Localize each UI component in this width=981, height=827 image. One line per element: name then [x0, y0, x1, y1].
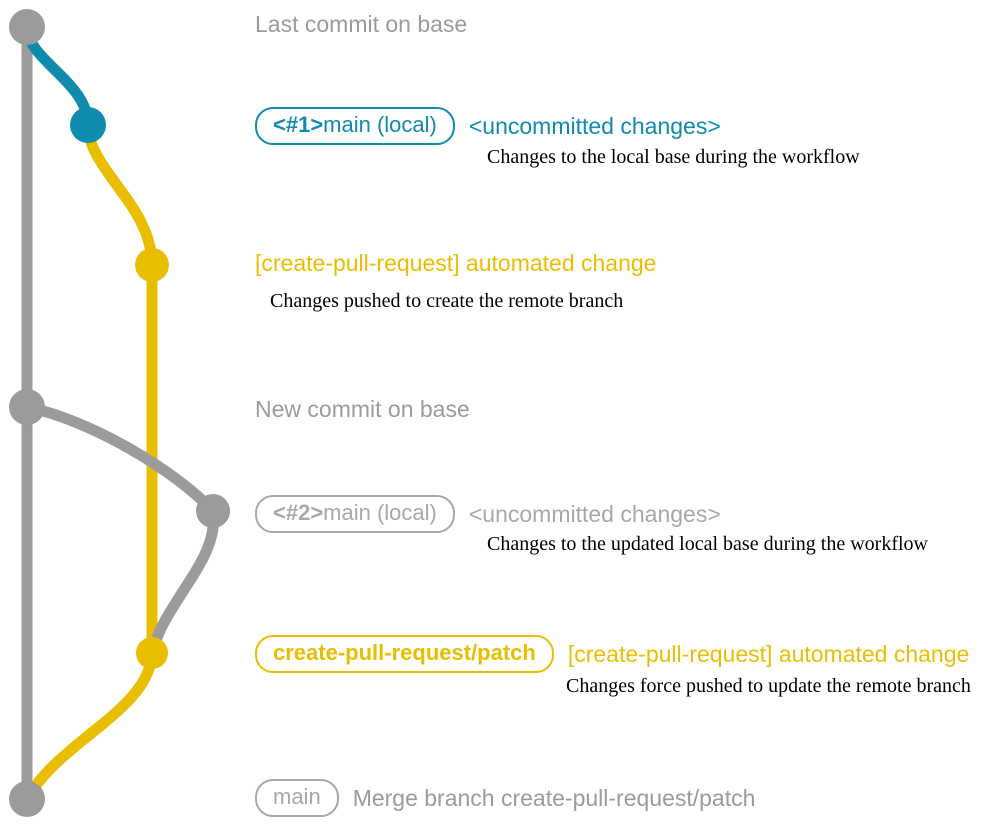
patch-commit-1-description: Changes pushed to create the remote bran… [270, 290, 624, 312]
row-new-commit-on-base: New commit on base [255, 398, 470, 421]
patch-commit-2-description: Changes force pushed to update the remot… [566, 675, 971, 697]
node-local-commit-2[interactable] [196, 494, 230, 528]
node-local-commit-1[interactable] [70, 107, 106, 143]
node-base-new-commit[interactable] [9, 389, 45, 425]
merge-commit-message: Merge branch create-pull-request/patch [352, 784, 756, 811]
row-local-commit-1: <#1> main (local) <uncommitted changes> [255, 107, 721, 145]
patch-commit-1-message: [create-pull-request] automated change [255, 250, 657, 276]
gold-branch-line-upper [82, 119, 158, 659]
local-commit-2-description: Changes to the updated local base during… [487, 533, 928, 555]
local-commit-2-message: <uncommitted changes> [468, 500, 721, 527]
badge-main-local-2-suffix: main (local) [323, 500, 437, 525]
local-commit-1-message: <uncommitted changes> [468, 112, 721, 139]
node-merge-commit[interactable] [9, 781, 45, 817]
badge-main-local-1-prefix: <#1> [273, 112, 324, 137]
badge-main-local-1-suffix: main (local) [323, 112, 437, 137]
row-merge-commit: main Merge branch create-pull-request/pa… [255, 779, 755, 817]
node-patch-commit-2[interactable] [136, 637, 168, 669]
row-last-commit-on-base: Last commit on base [255, 13, 467, 36]
node-patch-commit-1[interactable] [135, 248, 169, 282]
badge-main-local-1[interactable]: <#1> main (local) [255, 107, 455, 145]
row-local-commit-2: <#2> main (local) <uncommitted changes> [255, 495, 721, 533]
gray-branch-line-lower [21, 401, 220, 659]
badge-main-local-2-prefix: <#2> [273, 500, 324, 525]
row-patch-commit-1: [create-pull-request] automated change [255, 252, 656, 275]
row-patch-commit-2: create-pull-request/patch [create-pull-r… [255, 635, 969, 673]
local-commit-1-description: Changes to the local base during the wor… [487, 146, 860, 168]
badge-main-local-2[interactable]: <#2> main (local) [255, 495, 455, 533]
node-base-head-commit[interactable] [9, 9, 45, 45]
gold-branch-line-lower [21, 647, 158, 805]
new-commit-on-base-label: New commit on base [255, 396, 470, 422]
badge-create-pull-request-patch[interactable]: create-pull-request/patch [255, 635, 554, 673]
badge-main[interactable]: main [255, 779, 339, 817]
last-commit-on-base-label: Last commit on base [255, 11, 468, 37]
patch-commit-2-message: [create-pull-request] automated change [567, 640, 970, 667]
